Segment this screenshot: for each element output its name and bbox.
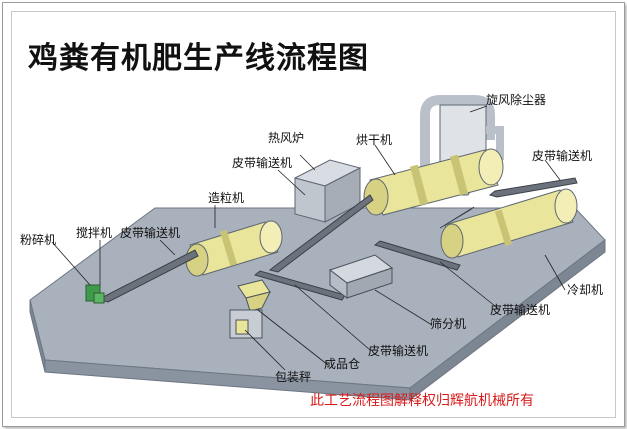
label-granulator: 造粒机: [208, 191, 245, 205]
conveyor-granulator-to-dryer: [268, 194, 374, 273]
label-packing-scale: 包装秤: [275, 370, 312, 384]
finished-bin-and-scale: [229, 279, 271, 339]
label-belt-conveyor-hot-air: 皮带输送机: [232, 156, 293, 170]
label-screener: 筛分机: [430, 317, 467, 331]
copyright-note: 此工艺流程图解释权归辉航机械所有: [310, 393, 534, 409]
label-mixer: 搅拌机: [76, 226, 113, 240]
label-belt-conveyor-dryer-cooler: 皮带输送机: [532, 149, 593, 163]
label-cooler: 冷却机: [567, 283, 604, 297]
label-finished-bin: 成品仓: [324, 357, 361, 371]
conveyor-dryer-to-cooler: [488, 177, 578, 198]
label-crusher: 粉碎机: [20, 233, 57, 247]
label-hot-air-furnace: 热风炉: [268, 131, 305, 145]
conveyor-cooler-to-screen: [373, 240, 461, 271]
label-dryer: 烘干机: [356, 133, 393, 147]
leader-lines: [51, 105, 566, 371]
label-belt-conveyor-granulator: 皮带输送机: [120, 226, 181, 240]
label-cyclone-dust-collector: 旋风除尘器: [486, 93, 547, 107]
belt-conveyors: [98, 177, 578, 303]
crusher-and-mixer: [85, 284, 105, 304]
dryer-drum: [363, 148, 504, 216]
cooler-drum: [440, 188, 578, 259]
label-belt-conveyor-cooler: 皮带输送机: [490, 303, 551, 317]
label-belt-conveyor-screen: 皮带输送机: [368, 344, 429, 358]
screener-machine: [328, 254, 394, 300]
diagram-title: 鸡粪有机肥生产线流程图: [28, 41, 369, 76]
